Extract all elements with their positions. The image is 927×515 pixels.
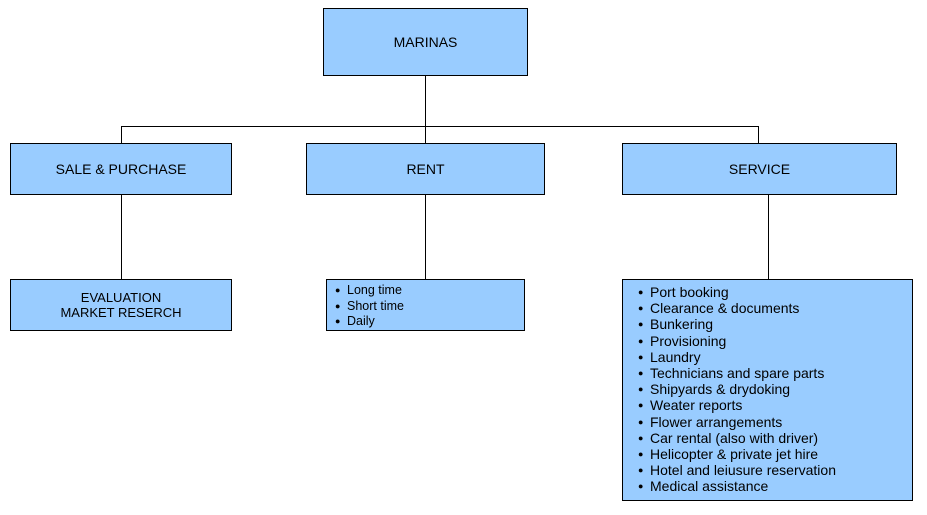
connector-rent-up <box>425 126 426 144</box>
list-item: Clearance & documents <box>638 300 836 316</box>
rent-options-list: Long time Short time Daily <box>335 283 404 330</box>
connector-sale-down <box>121 194 122 280</box>
connector-rent-down <box>425 194 426 280</box>
list-item: Laundry <box>638 349 836 365</box>
list-item: Bunkering <box>638 316 836 332</box>
rent-node: RENT <box>306 143 545 195</box>
list-item: Weater reports <box>638 397 836 413</box>
evaluation-node: EVALUATION MARKET RESERCH <box>10 279 232 331</box>
list-item: Daily <box>335 314 404 330</box>
rent-options-node: Long time Short time Daily <box>326 279 525 331</box>
connector-horizontal-bus <box>121 126 759 127</box>
list-item: Provisioning <box>638 333 836 349</box>
connector-service-up <box>758 126 759 144</box>
service-options-list: Port booking Clearance & documents Bunke… <box>638 284 836 495</box>
list-item: Medical assistance <box>638 478 836 494</box>
list-item: Technicians and spare parts <box>638 365 836 381</box>
evaluation-line: EVALUATION <box>80 290 162 305</box>
service-options-node: Port booking Clearance & documents Bunke… <box>622 279 913 501</box>
list-item: Short time <box>335 299 404 315</box>
list-item: Helicopter & private jet hire <box>638 446 836 462</box>
market-research-line: MARKET RESERCH <box>60 305 182 320</box>
list-item: Flower arrangements <box>638 414 836 430</box>
list-item: Hotel and leiusure reservation <box>638 462 836 478</box>
list-item: Port booking <box>638 284 836 300</box>
list-item: Car rental (also with driver) <box>638 430 836 446</box>
rent-label: RENT <box>406 161 445 177</box>
evaluation-text: EVALUATION MARKET RESERCH <box>60 290 181 320</box>
root-node: MARINAS <box>323 8 528 76</box>
sale-purchase-node: SALE & PURCHASE <box>10 143 232 195</box>
list-item: Shipyards & drydoking <box>638 381 836 397</box>
list-item: Long time <box>335 283 404 299</box>
service-label: SERVICE <box>728 161 791 177</box>
service-node: SERVICE <box>622 143 897 195</box>
root-node-label: MARINAS <box>393 34 458 50</box>
connector-root-down <box>425 75 426 127</box>
connector-service-down <box>768 194 769 280</box>
sale-purchase-label: SALE & PURCHASE <box>55 161 187 177</box>
connector-sale-up <box>121 126 122 144</box>
